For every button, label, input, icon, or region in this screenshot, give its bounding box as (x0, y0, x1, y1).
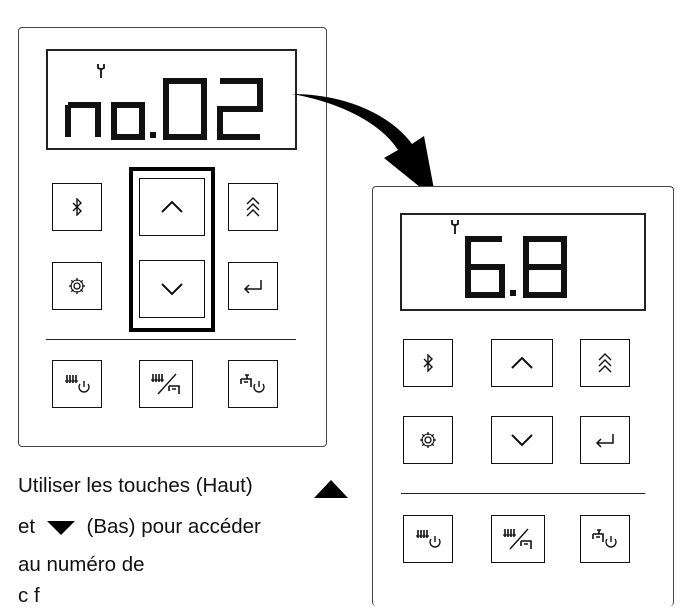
double-chevron-up-icon (598, 353, 612, 373)
bluetooth-button[interactable] (52, 183, 102, 231)
chevron-up-icon (511, 356, 533, 369)
segment-display-value (65, 78, 263, 140)
lcd-display (46, 49, 297, 150)
instruction-text: au numéro de (18, 553, 145, 576)
tap-power-icon (240, 374, 265, 393)
radiator-power-icon (65, 375, 90, 393)
instruction-line-4-partial: c f (18, 584, 40, 608)
down-triangle-icon (46, 520, 75, 535)
radiator-tap-icon (151, 373, 180, 395)
instruction-text: Utiliser les touches (Haut) (18, 474, 253, 497)
down-button[interactable] (491, 416, 553, 464)
heating-water-button[interactable] (139, 360, 193, 408)
enter-button[interactable] (580, 416, 630, 464)
settings-button[interactable] (52, 262, 102, 310)
chevron-down-icon (511, 434, 533, 447)
chevron-up-icon (161, 200, 183, 213)
water-power-button[interactable] (228, 360, 278, 408)
instruction-text: c f (18, 584, 40, 607)
control-panel-before (18, 27, 327, 447)
heating-power-button[interactable] (52, 360, 102, 408)
chevron-down-icon (161, 283, 183, 296)
enter-icon (595, 434, 614, 448)
transition-arrow-icon (292, 94, 436, 200)
fast-up-button[interactable] (228, 183, 278, 231)
instruction-line-3: au numéro de (18, 553, 145, 577)
up-triangle-icon (314, 480, 348, 498)
enter-button[interactable] (228, 262, 278, 310)
up-button[interactable] (139, 178, 205, 236)
divider (401, 493, 645, 494)
segment-display-value (465, 236, 567, 298)
settings-button[interactable] (403, 416, 453, 464)
instruction-line-1: Utiliser les touches (Haut) (18, 474, 253, 498)
wrench-icon (451, 220, 459, 234)
enter-icon (243, 280, 262, 294)
bluetooth-icon (423, 354, 433, 372)
heating-water-button[interactable] (491, 515, 545, 563)
wrench-icon (97, 64, 105, 78)
control-panel-after (372, 186, 674, 606)
gear-icon (420, 432, 436, 448)
fast-up-button[interactable] (580, 339, 630, 387)
instruction-text: et (18, 515, 36, 538)
down-button[interactable] (139, 260, 205, 318)
radiator-tap-icon (503, 528, 532, 550)
heating-power-button[interactable] (403, 515, 453, 563)
instruction-line-2: et (Bas) pour accéder (18, 515, 261, 539)
gear-icon (69, 278, 85, 294)
tap-power-icon (592, 529, 617, 548)
lcd-display (400, 213, 646, 311)
instruction-text: (Bas) pour accéder (86, 515, 261, 538)
bluetooth-icon (72, 198, 82, 216)
up-down-highlight-frame (129, 167, 215, 332)
radiator-power-icon (416, 530, 441, 548)
up-button[interactable] (491, 339, 553, 387)
bluetooth-button[interactable] (403, 339, 453, 387)
double-chevron-up-icon (246, 197, 260, 217)
water-power-button[interactable] (580, 515, 630, 563)
divider (46, 339, 296, 340)
